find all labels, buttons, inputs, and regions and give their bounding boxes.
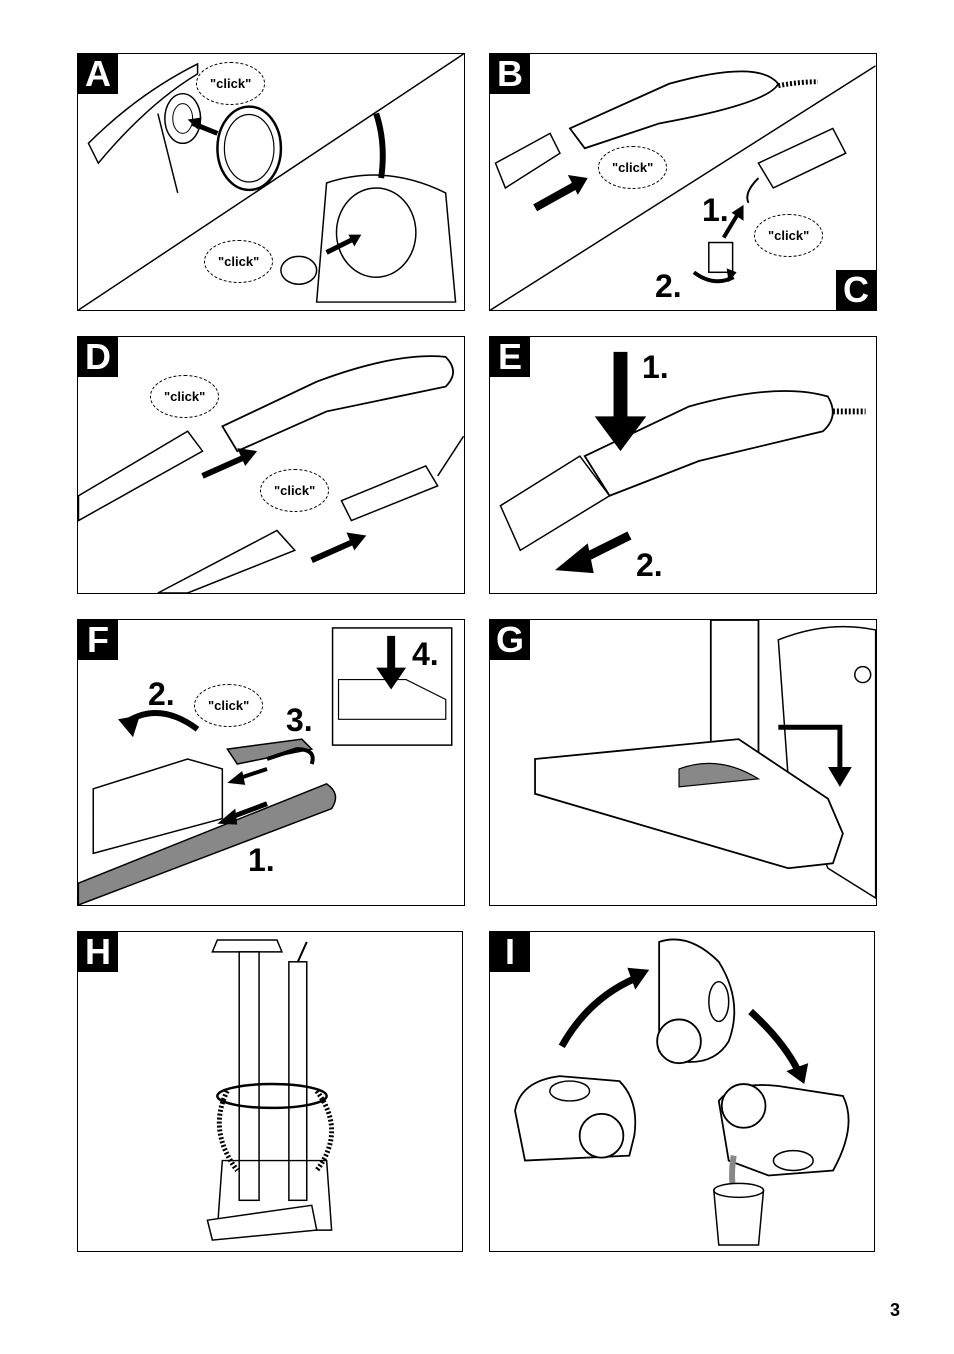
- step-number: 1.: [642, 349, 669, 385]
- illustration-filter-cap: [78, 54, 464, 310]
- page-number: 3: [889, 1300, 900, 1320]
- panel-a: A "click" "click": [77, 53, 465, 311]
- step-number: 2.: [148, 676, 175, 712]
- panel-letter: D: [78, 337, 118, 377]
- panel-letter: A: [78, 54, 118, 94]
- click-label: "click": [193, 684, 264, 727]
- panel-e: E 1. 2.: [489, 336, 877, 594]
- click-label: "click": [753, 214, 824, 257]
- step-number: 2.: [636, 547, 663, 583]
- panel-f: F "click" 1. 2. 3. 4.: [77, 619, 465, 906]
- step-number: 3.: [286, 702, 313, 738]
- panel-i: I: [489, 931, 875, 1252]
- step-number: 2.: [655, 268, 682, 304]
- illustration-parking-position: [534, 620, 876, 900]
- panel-letter: C: [836, 270, 876, 310]
- click-label: "click": [259, 469, 330, 512]
- click-label: "click": [597, 146, 668, 189]
- step-number: 1.: [702, 192, 729, 228]
- panel-letter: I: [490, 932, 530, 972]
- step-number: 1.: [248, 842, 275, 878]
- click-label: "click": [149, 375, 220, 418]
- panel-bc: B C "click" "click" 1. 2.: [489, 53, 877, 311]
- panel-letter: E: [490, 337, 530, 377]
- click-label: "click": [203, 240, 274, 283]
- panel-letter: F: [78, 620, 118, 660]
- panel-letter: G: [490, 620, 530, 660]
- illustration-extension-tubes: [78, 355, 464, 593]
- illustration-release-button: [499, 351, 866, 574]
- panel-h: H: [77, 931, 463, 1252]
- panel-letter: B: [490, 54, 530, 94]
- step-number: 4.: [412, 636, 439, 672]
- illustration-floor-nozzle-cloth: [78, 627, 453, 905]
- panel-g: G: [489, 619, 877, 906]
- illustration-empty-boiler: [514, 938, 850, 1246]
- illustration-storage: [206, 939, 335, 1241]
- panel-d: D "click" "click": [77, 336, 465, 594]
- illustration-handle-nozzle: [490, 65, 876, 310]
- panel-letter: H: [78, 932, 118, 972]
- click-label: "click": [195, 62, 266, 105]
